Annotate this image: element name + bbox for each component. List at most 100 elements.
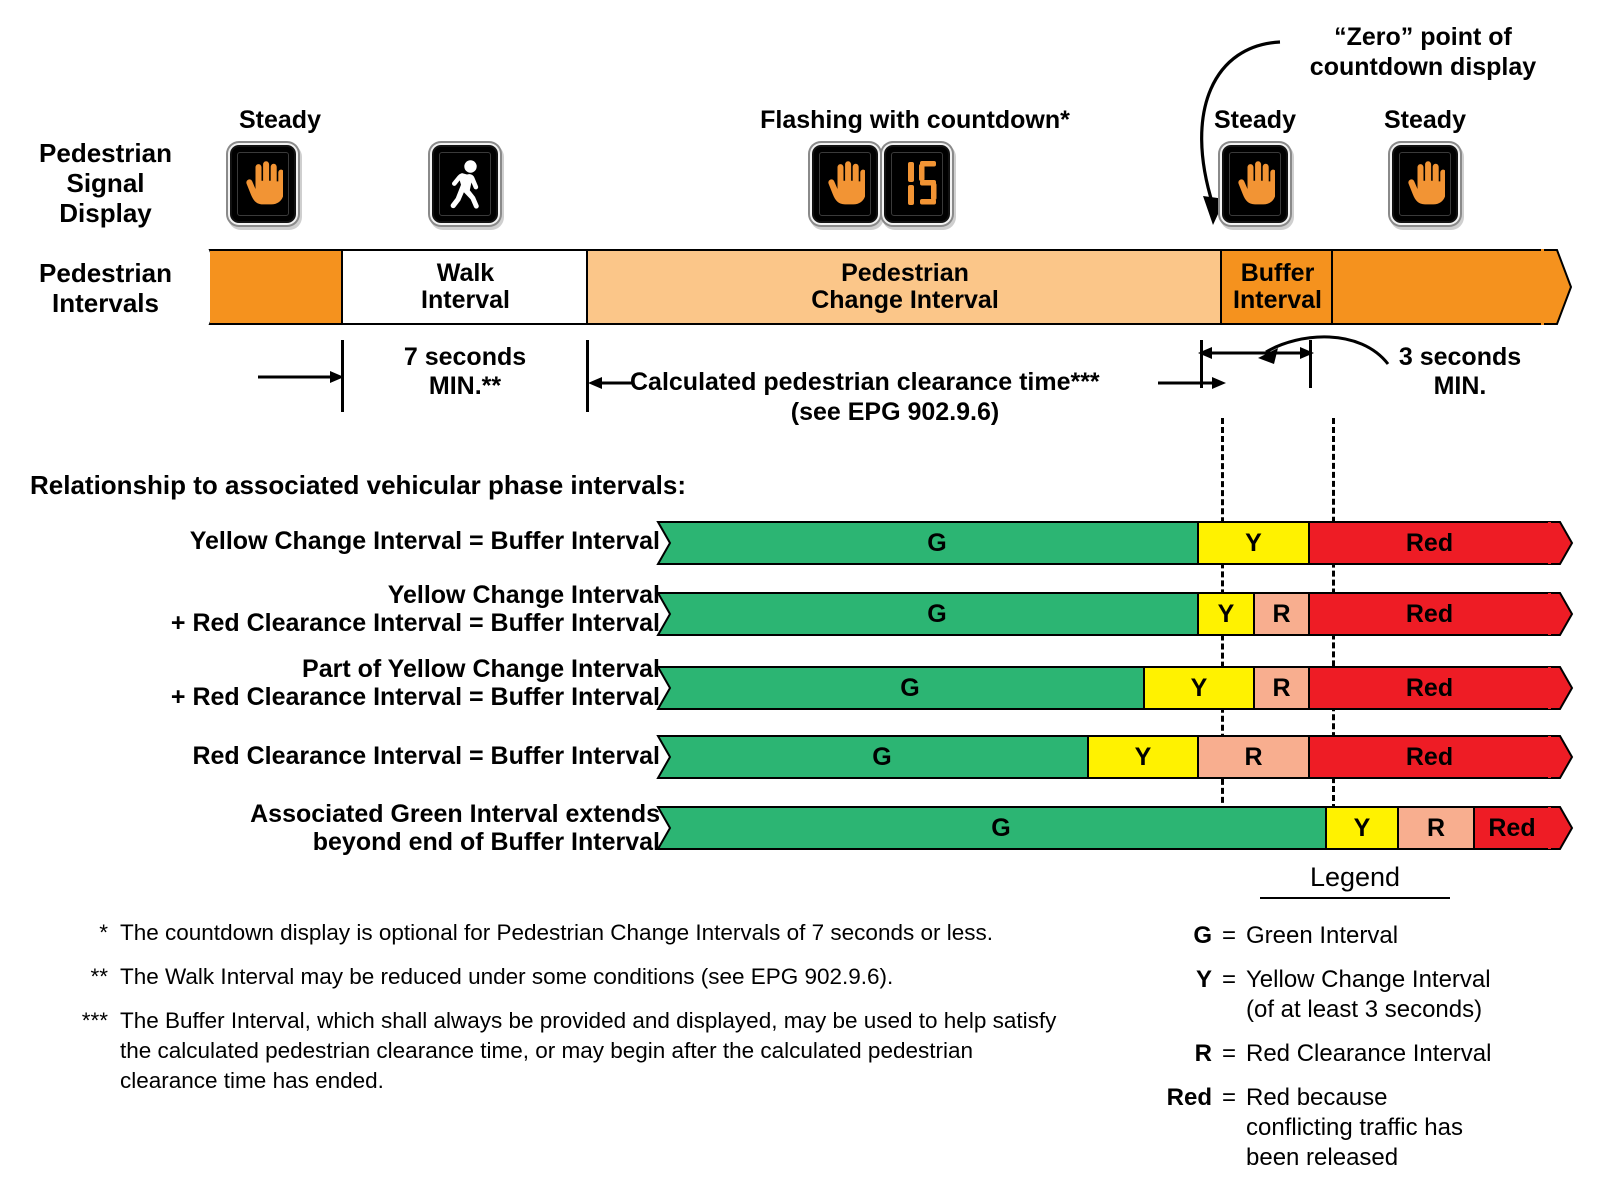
interval-segment-pre-walk (210, 249, 343, 325)
note-buffer-minimum: 3 seconds MIN. (1350, 343, 1570, 401)
phase-bar-right-arrow-icon (1548, 735, 1574, 779)
phase-bar-row-4: G Y R Red (656, 735, 1574, 779)
legend-value-group: Yellow Change Interval (of at least 3 se… (1246, 965, 1570, 1025)
caption-steady-walk-start: Steady (239, 106, 321, 134)
phase-divider (1308, 521, 1310, 565)
segment-label: R (1272, 599, 1291, 628)
segment-label: Red (1405, 599, 1454, 628)
phase-divider (1473, 806, 1475, 850)
phase-segment-red: Red (1309, 666, 1550, 710)
phase-bar-left-notch-icon (656, 592, 678, 636)
footnote-marker: ** (90, 963, 108, 989)
phase-bar-right-arrow-icon (1548, 592, 1574, 636)
phase-bar-row-5: G Y R Red (656, 806, 1574, 850)
legend-item-yellow: Y = Yellow Change Interval (of at least … (1140, 965, 1570, 1025)
curved-arrow-3-seconds-icon (1258, 335, 1390, 365)
legend-value-line-2: (of at least 3 seconds) (1246, 996, 1483, 1023)
segment-label: Y (1245, 528, 1262, 557)
phase-segment-yellow: Y (1326, 806, 1398, 850)
legend-key: Red (1166, 1084, 1212, 1111)
segment-label: G (900, 673, 920, 702)
footnote-marker: *** (81, 1007, 108, 1033)
row-label-line-1: Pedestrian (39, 258, 172, 288)
phase-bar-right-arrow-icon (1548, 806, 1574, 850)
legend-equals: = (1221, 1084, 1236, 1111)
interval-segment-buffer: Buffer Interval (1222, 249, 1333, 325)
phase-segment-green: G (676, 666, 1144, 710)
segment-label: Y (1190, 673, 1208, 702)
legend-key: Y (1195, 966, 1212, 993)
legend-value-line-1: Red because (1246, 1084, 1388, 1111)
zero-point-callout-text: “Zero” point of countdown display (1258, 22, 1588, 82)
segment-label: Y (1134, 742, 1152, 771)
phase-segment-red-clearance: R (1198, 735, 1309, 779)
note-calculated-clearance: Calculated pedestrian clearance time*** (630, 368, 1100, 396)
caption-steady-buffer: Steady (1214, 106, 1296, 134)
phase-divider (1253, 666, 1255, 710)
legend-equals: = (1221, 922, 1236, 949)
segment-label: G (872, 742, 892, 771)
phase-row-2-line-2: + Red Clearance Interval = Buffer Interv… (170, 609, 660, 638)
segment-label: Red (1405, 528, 1454, 557)
footnote-item: * The countdown display is optional for … (60, 918, 1070, 948)
segment-label: Y (1353, 813, 1371, 842)
arrow-clearance-right-icon (1158, 377, 1226, 389)
segment-label: G (927, 528, 947, 557)
footnote-text: The Buffer Interval, which shall always … (120, 1007, 1057, 1093)
phase-divider (1325, 806, 1327, 850)
segment-label: Red (1405, 742, 1454, 771)
zero-point-line-2: countdown display (1309, 53, 1537, 81)
phase-divider (1308, 666, 1310, 710)
footnotes-block: * The countdown display is optional for … (60, 918, 1070, 1110)
phase-divider (1308, 735, 1310, 779)
relationship-heading: Relationship to associated vehicular pha… (30, 470, 686, 500)
phase-segment-red-clearance: R (1398, 806, 1474, 850)
signal-head-steady-hand-buffer (1224, 147, 1286, 221)
tick-buffer-start (1200, 340, 1203, 388)
note-walk-minimum: 7 seconds MIN.** (345, 343, 585, 401)
interval-divider-4 (1331, 249, 1333, 325)
buffer-interval-line-2: Interval (1233, 286, 1322, 314)
footnote-item: ** The Walk Interval may be reduced unde… (60, 962, 1070, 992)
legend-value-group: Red because conflicting traffic has been… (1246, 1083, 1570, 1173)
legend-value-line-2: conflicting traffic has (1246, 1114, 1463, 1141)
segment-label: R (1272, 673, 1291, 702)
phase-segment-red-clearance: R (1254, 666, 1309, 710)
interval-segment-walk: Walk Interval (343, 249, 588, 325)
phase-segment-yellow: Y (1144, 666, 1254, 710)
phase-bar-left-notch-icon (656, 735, 678, 779)
hand-icon (1238, 161, 1275, 205)
legend-item-red-clearance: R = Red Clearance Interval (1140, 1039, 1570, 1069)
segment-label: Red (1405, 673, 1454, 702)
phase-divider (1197, 521, 1199, 565)
pedestrian-signal-display-row-label: Pedestrian Signal Display (18, 138, 193, 228)
legend-key: R (1194, 1040, 1212, 1067)
phase-bar-row-1: G Y Red (656, 521, 1574, 565)
legend-value: Red Clearance Interval (1246, 1040, 1492, 1067)
legend-item-green: G = Green Interval (1140, 921, 1570, 951)
zero-point-curved-arrow-icon (1200, 40, 1281, 225)
phase-row-label-5: Associated Green Interval extends beyond… (140, 800, 660, 857)
tick-buffer-end (1309, 340, 1312, 388)
hand-icon (1408, 161, 1445, 205)
phase-segment-green: G (676, 521, 1198, 565)
interval-divider-1 (341, 249, 343, 325)
signal-head-flashing-hand (814, 147, 876, 221)
legend-equals: = (1221, 966, 1236, 993)
tick-walk-end (586, 340, 589, 412)
phase-row-3-line-1: Part of Yellow Change Interval (302, 655, 660, 683)
phase-segment-red: Red (1309, 592, 1550, 636)
segment-label: G (927, 599, 947, 628)
phase-divider (1308, 592, 1310, 636)
phase-segment-yellow: Y (1198, 521, 1309, 565)
interval-divider-3 (1220, 249, 1222, 325)
note-clearance-reference: (see EPG 902.9.6) (790, 398, 1000, 426)
phase-segment-red-clearance: R (1254, 592, 1309, 636)
signal-head-steady-hand-red (1394, 147, 1456, 221)
phase-bar-left-notch-icon (656, 666, 678, 710)
zero-point-line-1: “Zero” point of (1334, 23, 1512, 51)
phase-segment-yellow: Y (1088, 735, 1198, 779)
double-arrow-buffer-width-icon (1198, 347, 1314, 359)
phase-segment-yellow: Y (1198, 592, 1254, 636)
footnote-text: The countdown display is optional for Pe… (120, 920, 993, 945)
